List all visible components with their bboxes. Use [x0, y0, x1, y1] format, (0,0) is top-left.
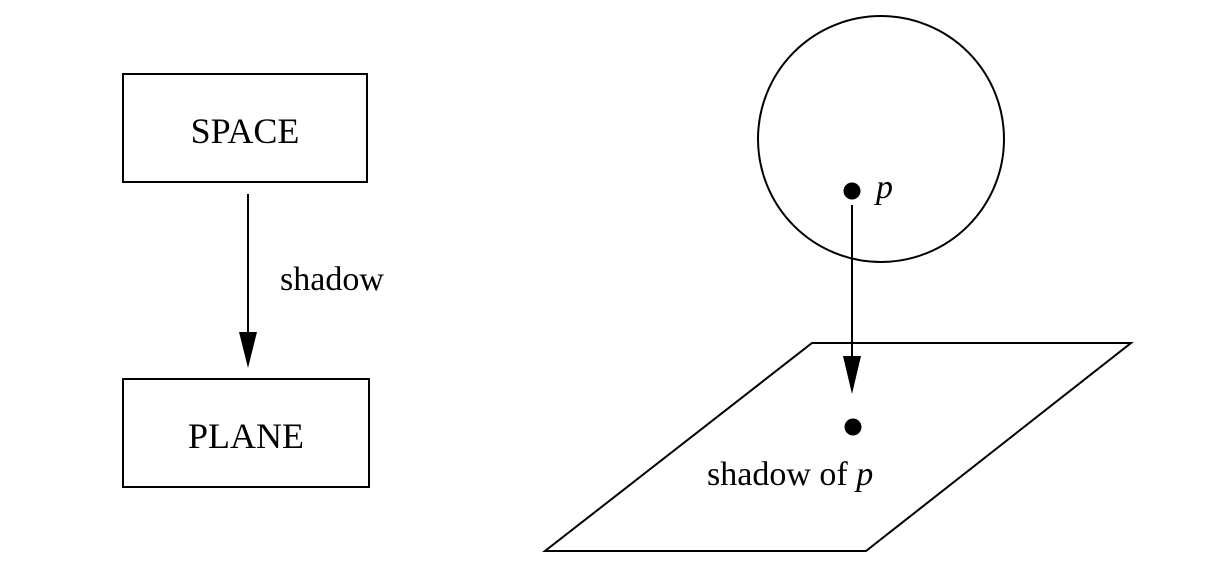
- point-p-dot: [843, 182, 861, 200]
- point-p-label: p: [874, 169, 893, 206]
- left-schematic: SPACE shadow PLANE: [122, 73, 384, 488]
- shadow-point-dot: [844, 418, 862, 436]
- plane-parallelogram: [542, 342, 1134, 552]
- shadow-of-p-prefix: shadow of: [707, 456, 856, 493]
- shadow-arrow-head: [239, 332, 257, 368]
- sphere-circle: [757, 15, 1005, 263]
- right-illustration: p shadow of p: [542, 15, 1134, 552]
- plane-box: [122, 378, 370, 488]
- plane-box-label: PLANE: [188, 416, 304, 456]
- shadow-of-p-variable: p: [854, 456, 873, 493]
- shadow-of-p-label: shadow of p: [707, 456, 873, 493]
- space-box-label: SPACE: [191, 111, 300, 151]
- shadow-arrow-label: shadow: [280, 261, 384, 298]
- space-box: [122, 73, 368, 183]
- projection-arrow-head: [843, 356, 861, 394]
